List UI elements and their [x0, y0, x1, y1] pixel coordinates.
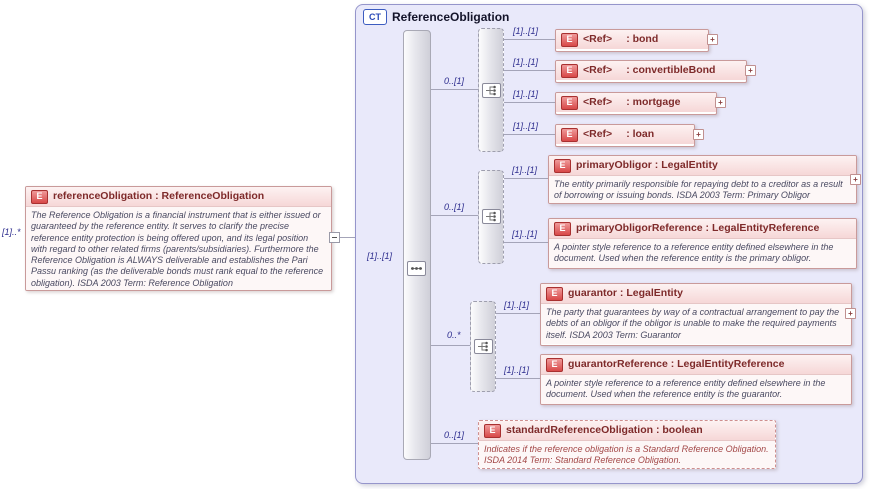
cardinality-label-standardReferenceObligation: 0..[1] — [444, 430, 465, 440]
element-annotation: A pointer style reference to a reference… — [549, 238, 856, 268]
element-header: E <Ref> : mortgage — [556, 93, 716, 112]
connector-line — [494, 378, 540, 379]
cardinality-label-mortgage: [1]..[1] — [513, 89, 539, 99]
element-icon: E — [546, 357, 563, 372]
element-icon: E — [554, 221, 571, 236]
cardinality-label-root: [1]..* — [2, 227, 21, 237]
element-header: E <Ref> : bond — [556, 30, 708, 49]
element-name: standardReferenceObligation — [506, 424, 654, 437]
element-standardReferenceObligation[interactable]: E standardReferenceObligation : boolean … — [478, 420, 776, 469]
element-icon: E — [554, 158, 571, 173]
element-name: primaryObligor — [576, 159, 652, 172]
element-header: E guarantor : LegalEntity — [541, 284, 851, 303]
connector-line — [502, 70, 555, 71]
connector-line — [429, 215, 478, 216]
element-icon: E — [484, 423, 501, 438]
element-primaryObligorReference[interactable]: E primaryObligorReference : LegalEntityR… — [548, 218, 857, 269]
connector-line — [502, 134, 555, 135]
collapse-toggle-icon[interactable] — [329, 232, 340, 243]
element-guarantorReference[interactable]: E guarantorReference : LegalEntityRefere… — [540, 354, 852, 405]
element-icon: E — [546, 286, 563, 301]
connector-line — [502, 178, 548, 179]
cardinality-label-guarantor: [1]..[1] — [504, 300, 530, 310]
connector-line — [502, 102, 555, 103]
element-name: <Ref> — [583, 96, 613, 109]
element-annotation: The Reference Obligation is a financial … — [26, 206, 331, 290]
element-type: : LegalEntityReference — [702, 222, 820, 235]
cardinality-label-ref-choice: 0..[1] — [444, 76, 465, 86]
expand-icon[interactable]: + — [693, 129, 704, 140]
element-type: : LegalEntity — [651, 159, 718, 172]
cardinality-label-bond: [1]..[1] — [513, 26, 539, 36]
element-header: E <Ref> : convertibleBond — [556, 61, 746, 80]
element-annotation: A pointer style reference to a reference… — [541, 374, 851, 404]
connector-line — [502, 242, 548, 243]
cardinality-label-obligor-choice: 0..[1] — [444, 202, 465, 212]
element-type: : LegalEntity — [617, 287, 683, 300]
element-primaryObligor[interactable]: E primaryObligor : LegalEntity The entit… — [548, 155, 857, 204]
choice-icon[interactable] — [474, 339, 493, 354]
element-annotation: The party that guarantees by way of a co… — [541, 303, 851, 344]
element-type: : bond — [626, 33, 659, 46]
sequence-icon[interactable] — [407, 261, 426, 276]
element-type: : mortgage — [626, 96, 681, 109]
element-ref-convertibleBond[interactable]: E <Ref> : convertibleBond — [555, 60, 747, 83]
element-annotation: Indicates if the reference obligation is… — [479, 440, 775, 468]
element-header: E referenceObligation : ReferenceObligat… — [26, 187, 331, 206]
element-ref-loan[interactable]: E <Ref> : loan — [555, 124, 695, 147]
element-name: <Ref> — [583, 64, 613, 77]
element-header: E <Ref> : loan — [556, 125, 694, 144]
element-name: guarantorReference — [568, 358, 668, 371]
element-ref-bond[interactable]: E <Ref> : bond — [555, 29, 709, 52]
sequence-group-bar[interactable] — [403, 30, 431, 460]
complextype-header: CT ReferenceObligation — [363, 9, 509, 25]
element-name: <Ref> — [583, 128, 613, 141]
element-type: : loan — [626, 128, 655, 141]
element-type: : LegalEntityReference — [667, 358, 785, 371]
element-name: referenceObligation — [53, 190, 153, 203]
choice-icon[interactable] — [482, 83, 501, 98]
element-icon: E — [31, 189, 48, 204]
element-annotation: The entity primarily responsible for rep… — [549, 175, 856, 203]
connector-line — [330, 237, 355, 238]
element-name: primaryObligorReference — [576, 222, 703, 235]
connector-line — [429, 89, 478, 90]
connector-line — [494, 313, 540, 314]
element-header: E primaryObligor : LegalEntity — [549, 156, 856, 175]
connector-line — [429, 345, 470, 346]
element-header: E guarantorReference : LegalEntityRefere… — [541, 355, 851, 374]
cardinality-label-guarantor-choice: 0..* — [447, 330, 461, 340]
cardinality-label-guarantorReference: [1]..[1] — [504, 365, 530, 375]
cardinality-label-loan: [1]..[1] — [513, 121, 539, 131]
element-icon: E — [561, 95, 578, 110]
cardinality-label-primaryObligorReference: [1]..[1] — [512, 229, 538, 239]
expand-icon[interactable]: + — [707, 34, 718, 45]
expand-icon[interactable]: + — [850, 174, 861, 185]
element-icon: E — [561, 32, 578, 47]
cardinality-label-primaryObligor: [1]..[1] — [512, 165, 538, 175]
element-header: E standardReferenceObligation : boolean — [479, 421, 775, 440]
connector-line — [429, 443, 478, 444]
cardinality-label-convertibleBond: [1]..[1] — [513, 57, 539, 67]
element-referenceObligation[interactable]: E referenceObligation : ReferenceObligat… — [25, 186, 332, 291]
element-ref-mortgage[interactable]: E <Ref> : mortgage — [555, 92, 717, 115]
element-icon: E — [561, 63, 578, 78]
element-type: : boolean — [653, 424, 703, 437]
choice-icon[interactable] — [482, 209, 501, 224]
expand-icon[interactable]: + — [845, 308, 856, 319]
complextype-icon: CT — [363, 9, 387, 25]
connector-line — [502, 39, 555, 40]
element-name: guarantor — [568, 287, 618, 300]
element-header: E primaryObligorReference : LegalEntityR… — [549, 219, 856, 238]
element-type: : convertibleBond — [626, 64, 716, 77]
cardinality-label-sequence: [1]..[1] — [367, 251, 393, 261]
expand-icon[interactable]: + — [715, 97, 726, 108]
element-guarantor[interactable]: E guarantor : LegalEntity The party that… — [540, 283, 852, 346]
expand-icon[interactable]: + — [745, 65, 756, 76]
element-type: : ReferenceObligation — [152, 190, 265, 203]
complextype-title: ReferenceObligation — [392, 10, 510, 24]
element-icon: E — [561, 127, 578, 142]
element-name: <Ref> — [583, 33, 613, 46]
